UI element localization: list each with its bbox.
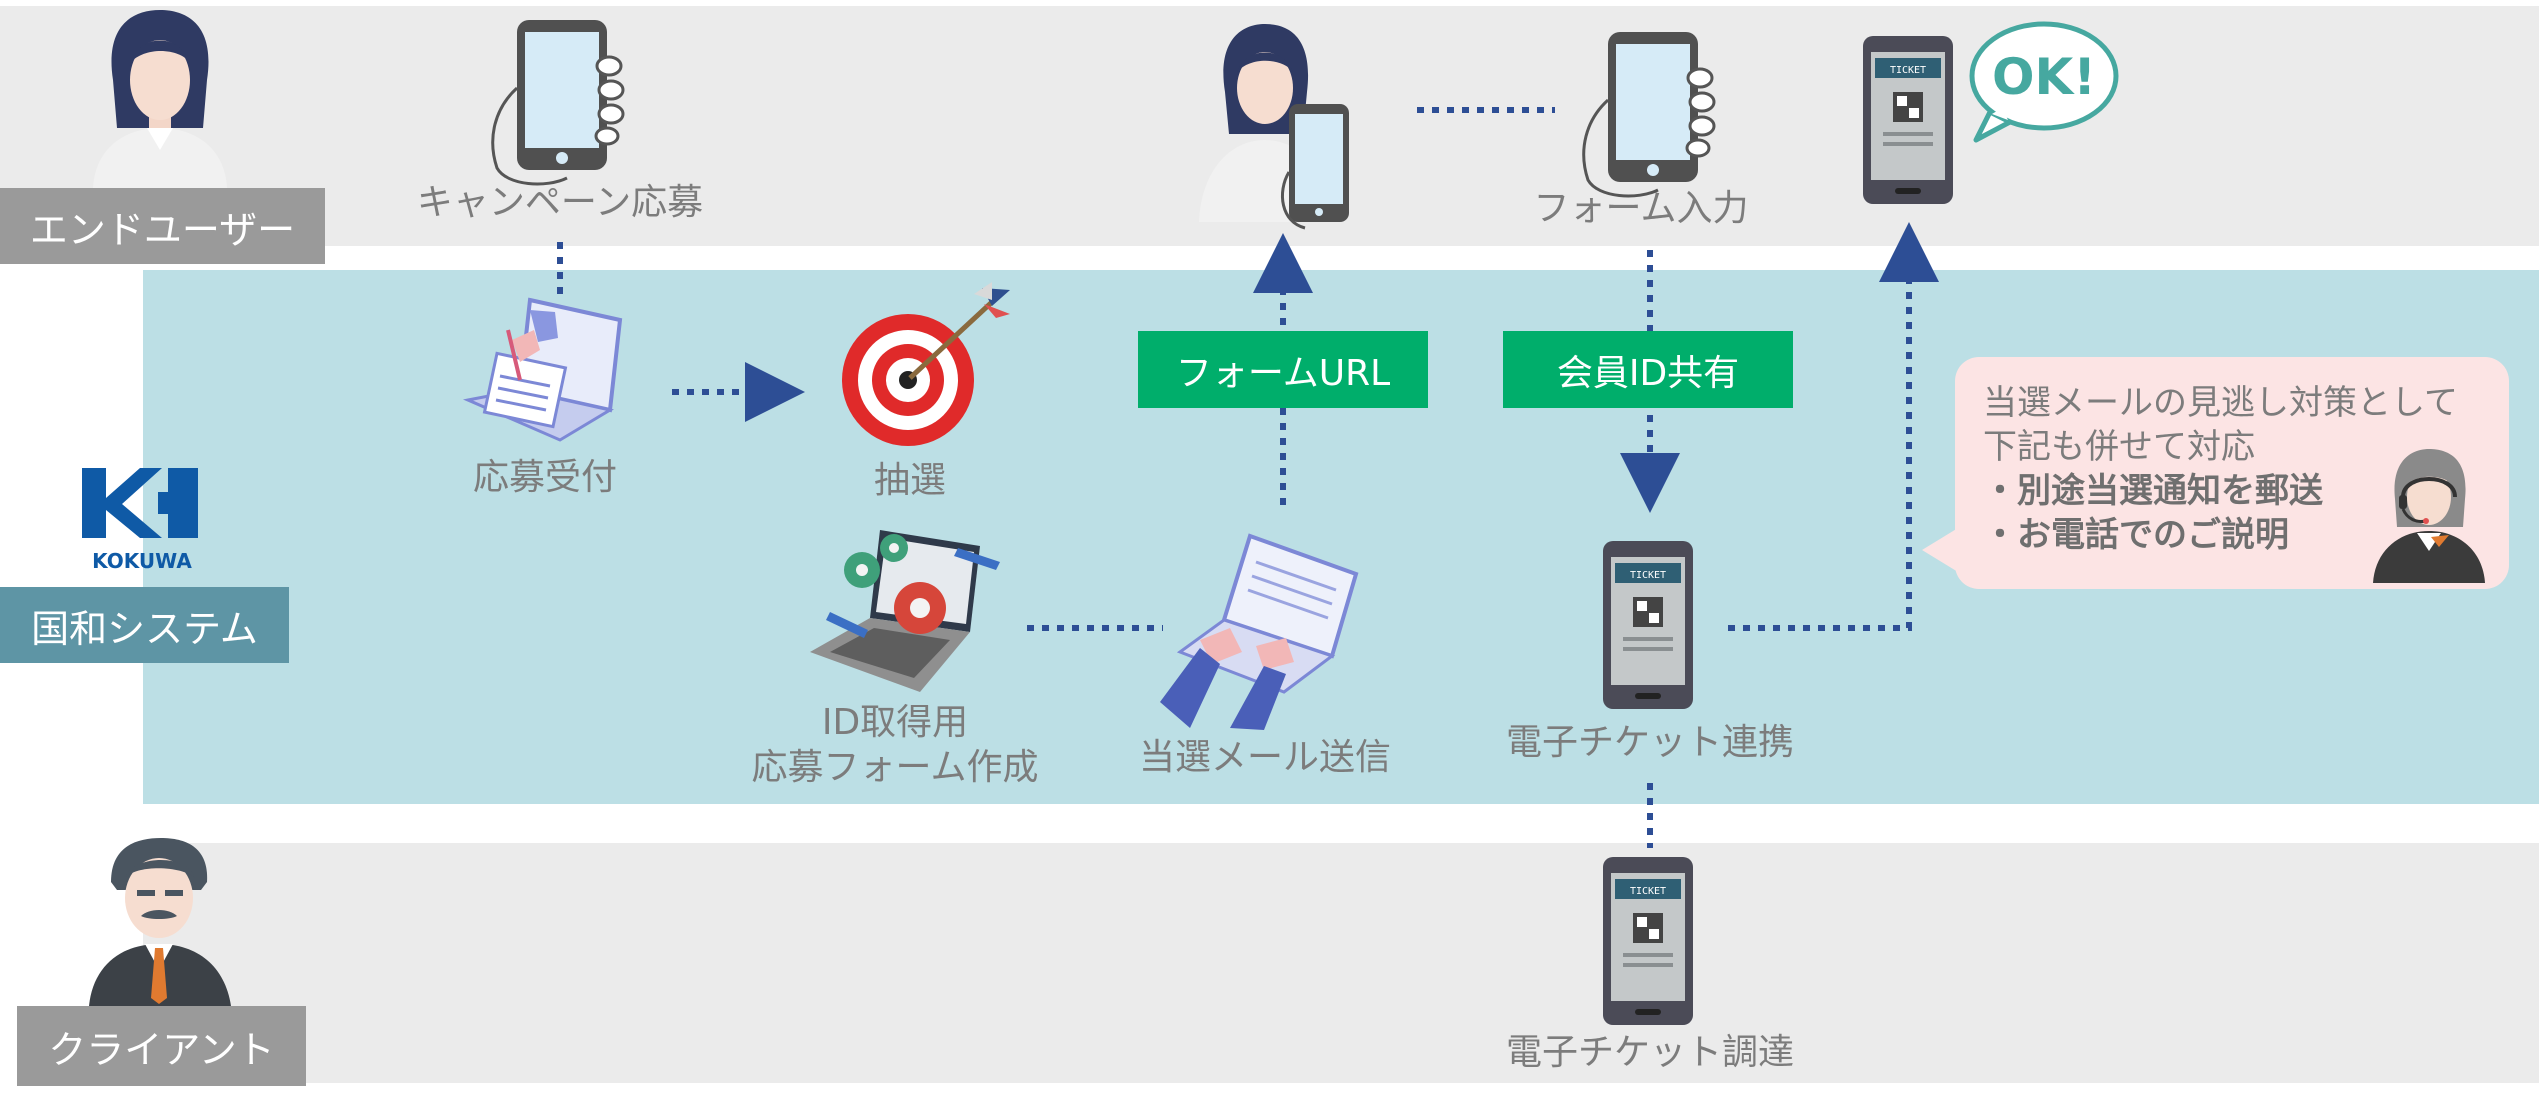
step-apply-receive: 応募受付 (472, 457, 618, 498)
step-form-create-line2: 応募フォーム作成 (751, 747, 1039, 788)
step-campaign-apply: キャンペーン応募 (416, 182, 704, 223)
client-avatar-icon (89, 838, 231, 1006)
callout-item2: ・お電話でのご説明 (1983, 515, 2289, 555)
operator-headset-icon (2373, 449, 2485, 583)
ok-speech-bubble: OK! (1969, 21, 2119, 143)
step-win-mail: 当選メール送信 (1138, 737, 1392, 778)
smartphone-hand-icon (491, 20, 625, 186)
step-form-create-line1: ID取得用 (821, 702, 969, 743)
eticket-phone-icon-link: TICKET (1603, 541, 1693, 709)
application-receipt-icon (462, 297, 623, 442)
tag-form-url: フォームURL (1138, 331, 1428, 408)
lottery-target-icon (842, 282, 1010, 446)
lane-label-kokuwa: 国和システム (0, 587, 289, 663)
step-eticket-procure: 電子チケット調達 (1505, 1032, 1795, 1073)
step-form-input: フォーム入力 (1533, 188, 1749, 229)
ok-text: OK! (1992, 48, 2096, 106)
callout-box: 当選メールの見逃し対策として 下記も併せて対応 ・別途当選通知を郵送 ・お電話で… (1955, 357, 2509, 589)
callout-tail (1922, 528, 1958, 572)
client-lane (143, 843, 2539, 1083)
kokuwa-logo: KOKUWA (82, 468, 198, 573)
callout-item1: ・別途当選通知を郵送 (1983, 471, 2323, 511)
winning-mail-laptop-icon (1160, 533, 1359, 730)
end-user-with-phone-icon (1199, 24, 1349, 230)
eticket-phone-icon-enduser: TICKET (1863, 36, 1953, 204)
lane-label-end-user: エンドユーザー (0, 188, 325, 264)
ticket-label: TICKET (1890, 65, 1926, 76)
eticket-phone-icon-procure: TICKET (1603, 857, 1693, 1025)
form-creation-gears-laptop-icon (810, 530, 1000, 692)
lane-label-client: クライアント (17, 1006, 306, 1086)
ticket-label: TICKET (1630, 570, 1666, 581)
smartphone-hand-icon-form (1582, 32, 1716, 198)
logo-text: KOKUWA (92, 549, 192, 573)
callout-line2: 下記も併せて対応 (1983, 427, 2255, 467)
end-user-avatar-icon (93, 10, 227, 188)
tag-member-id-share: 会員ID共有 (1503, 331, 1793, 408)
callout-line1: 当選メールの見逃し対策として (1983, 383, 2458, 423)
ticket-label: TICKET (1630, 886, 1666, 897)
step-eticket-link: 電子チケット連携 (1505, 722, 1795, 763)
step-lottery: 抽選 (873, 460, 947, 501)
